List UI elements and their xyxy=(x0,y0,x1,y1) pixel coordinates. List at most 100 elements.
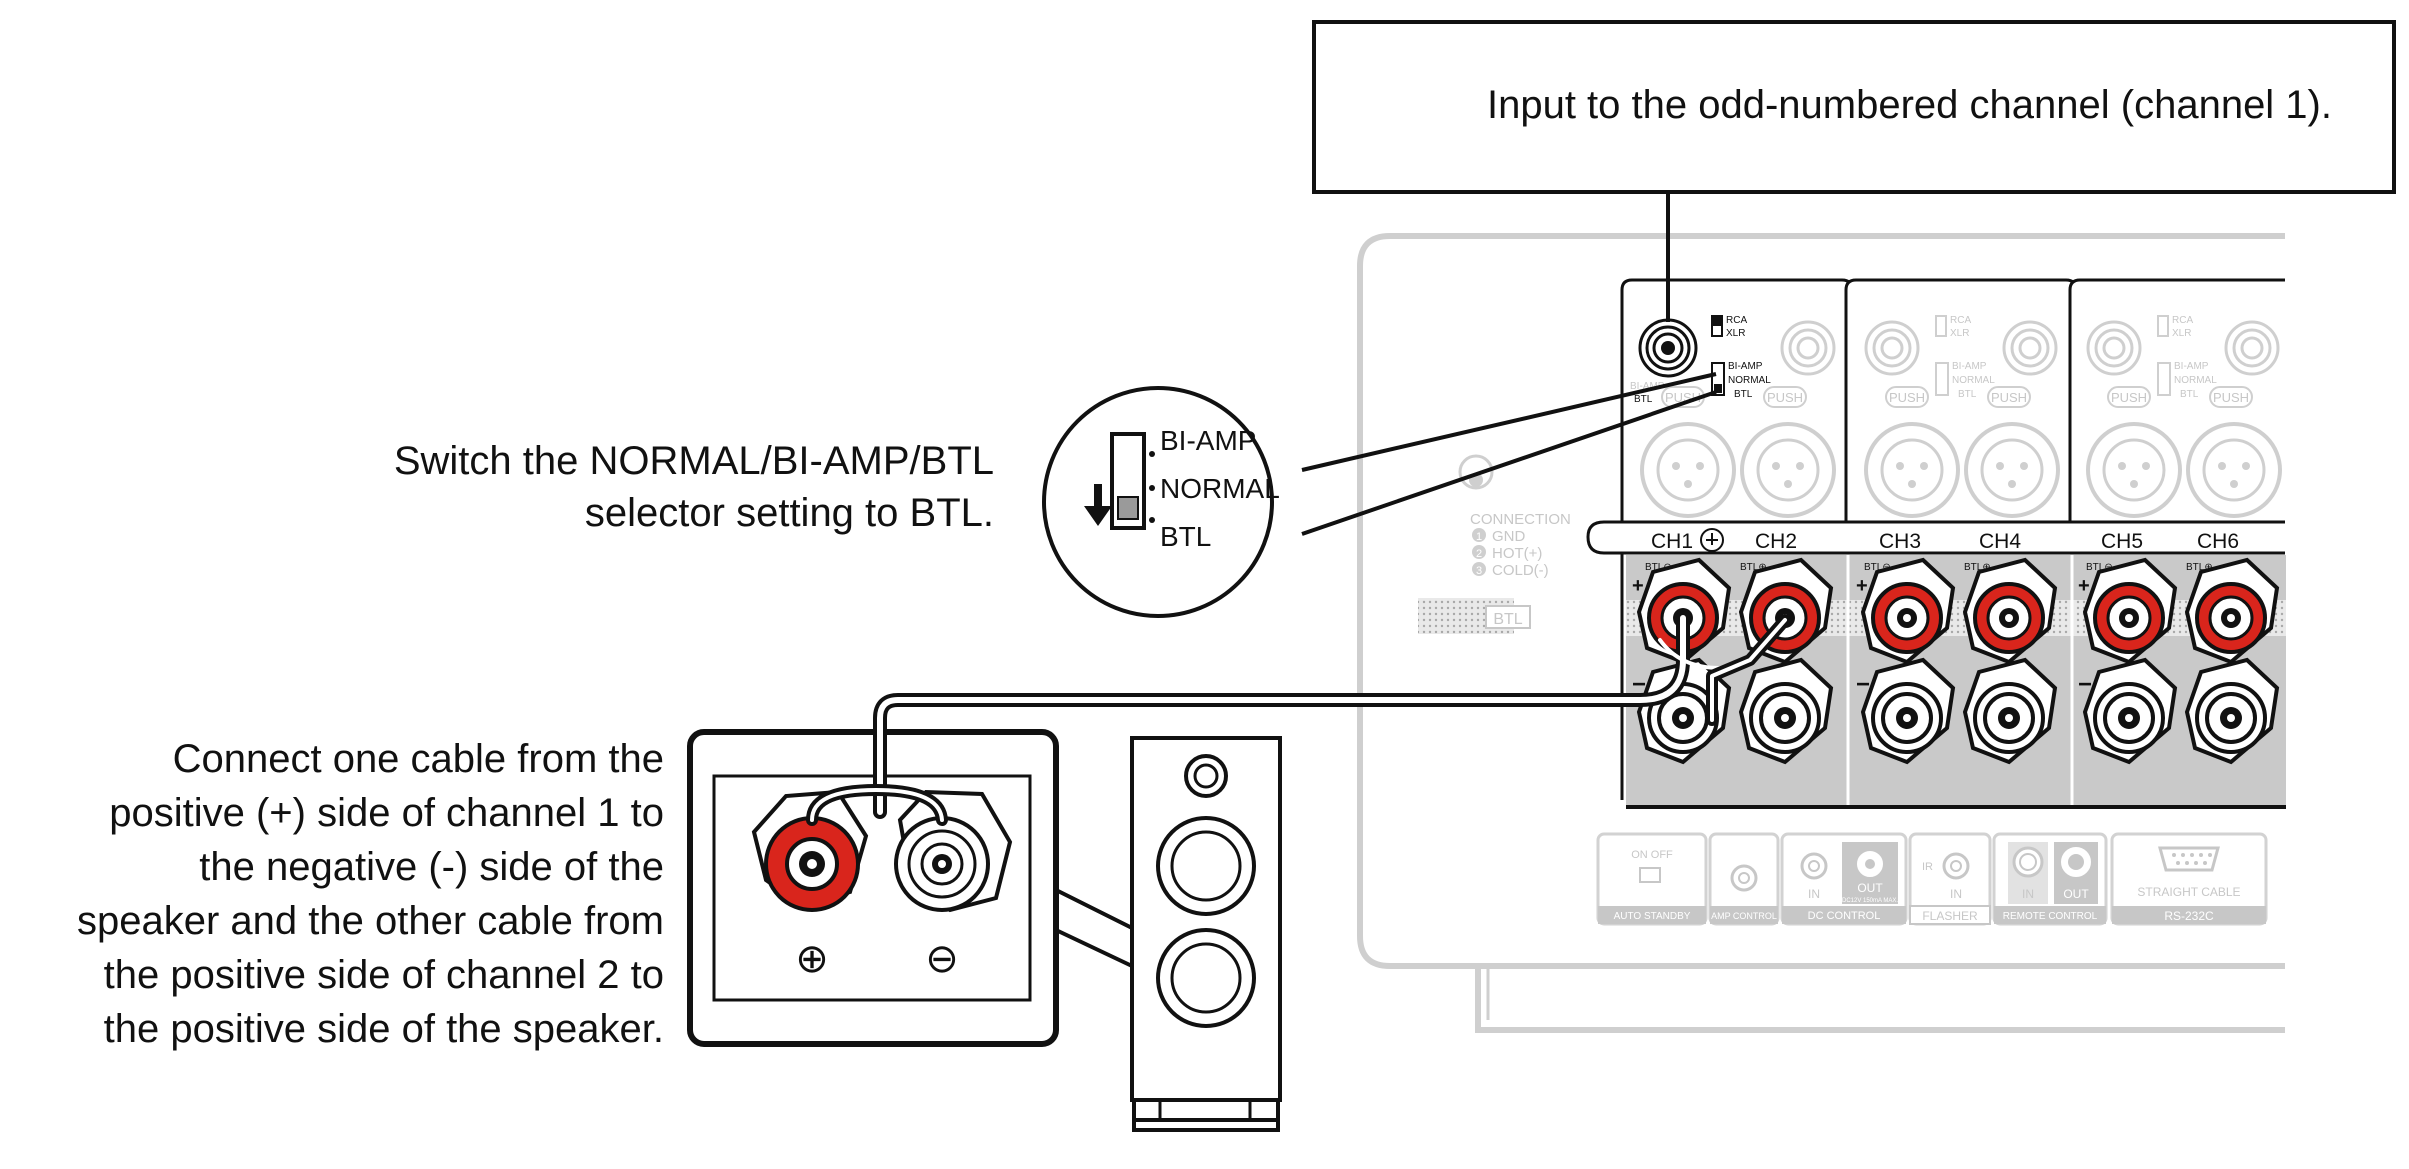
normal-label-3: NORMAL xyxy=(2174,375,2217,386)
svg-text:BTL⊖: BTL⊖ xyxy=(2086,562,2113,573)
switch-callout-line-1: Switch the NORMAL/BI-AMP/BTL xyxy=(394,439,994,483)
connection-title: CONNECTION xyxy=(1470,511,1571,528)
xlr-label: XLR xyxy=(1726,328,1745,339)
plus-icon: ⊕ xyxy=(795,937,829,981)
zoom-normal-label: NORMAL xyxy=(1160,473,1280,504)
auto-standby-switch[interactable] xyxy=(1639,867,1661,883)
xlr-label-3: XLR xyxy=(2172,328,2191,339)
svg-text:2: 2 xyxy=(1476,548,1482,560)
ch2-label: CH2 xyxy=(1755,530,1797,553)
amplifier-rear-panel: BTL CONNECTION 1 GND 2 HOT(+) 3 COLD(-) xyxy=(1357,233,2286,1033)
svg-text:+: + xyxy=(1856,575,1868,597)
rca-label-2: RCA xyxy=(1950,315,1971,326)
ch1-rca-input-jack[interactable] xyxy=(1638,318,1698,378)
connect-line-3: the negative (-) side of the xyxy=(199,845,664,889)
channel-module-3-4: RCA XLR BI-AMP NORMAL BTL PUSH PUSH xyxy=(1844,278,2078,533)
switch-callout-line-2: selector setting to BTL. xyxy=(585,491,994,535)
connect-callout: Connect one cable from the positive (+) … xyxy=(77,737,664,1051)
speaker-negative-terminal xyxy=(894,789,1013,913)
speaker-cabinet xyxy=(1130,736,1282,1132)
rca-label: RCA xyxy=(1726,315,1747,326)
channel-module-1-2: RCA XLR BI-AMP NORMAL BTL BI-AMP BTL PUS… xyxy=(1620,278,1854,800)
channel-module-5-6: RCA XLR BI-AMP NORMAL BTL PUSH PUSH xyxy=(2068,278,2285,533)
btl-label: BTL xyxy=(1734,389,1753,400)
bi-amp-label-2: BI-AMP xyxy=(1952,361,1987,372)
connect-line-1: Connect one cable from the xyxy=(173,737,664,781)
pin-hot: HOT(+) xyxy=(1492,545,1542,562)
input-callout: Input to the odd-numbered channel (chann… xyxy=(1312,20,2396,322)
rs232c-port[interactable] xyxy=(2158,846,2220,872)
ir-label: IR xyxy=(1922,861,1933,873)
svg-text:BTL⊕: BTL⊕ xyxy=(1740,562,1767,573)
xlr-label-2: XLR xyxy=(1950,328,1969,339)
switch-callout: Switch the NORMAL/BI-AMP/BTL selector se… xyxy=(394,372,1717,618)
svg-text:−: − xyxy=(2078,671,2092,698)
svg-text:+: + xyxy=(1632,575,1644,597)
ch3-label: CH3 xyxy=(1879,530,1921,553)
auto-standby-label: AUTO STANDBY xyxy=(1614,911,1691,922)
amp-control-label: AMP CONTROL xyxy=(1711,911,1777,921)
push-button-2: PUSH xyxy=(1767,390,1803,405)
dc-control-label: DC CONTROL xyxy=(1808,910,1881,922)
arrow-down-icon xyxy=(1084,484,1112,526)
normal-label-2: NORMAL xyxy=(1952,375,1995,386)
input-callout-text: Input to the odd-numbered channel (chann… xyxy=(1487,83,2332,127)
connection-legend: CONNECTION 1 GND 2 HOT(+) 3 COLD(-) xyxy=(1458,454,1571,579)
on-off-label: ON OFF xyxy=(1631,849,1673,861)
speaker-cables xyxy=(806,611,1791,826)
svg-text:BTL⊖: BTL⊖ xyxy=(1645,562,1672,573)
control-connectors-row: ON OFF AUTO STANDBY AMP CONTROL IN OUT D… xyxy=(1596,832,2268,926)
svg-text:BTL⊖: BTL⊖ xyxy=(1864,562,1891,573)
connect-line-6: the positive side of the speaker. xyxy=(104,1007,664,1051)
rca-label-3: RCA xyxy=(2172,315,2193,326)
svg-text:3: 3 xyxy=(1476,565,1482,577)
dc-spec-label: DC12V 150mA MAX. xyxy=(1842,898,1898,904)
zoom-bi-amp-label: BI-AMP xyxy=(1160,425,1256,456)
svg-text:−: − xyxy=(1632,671,1646,698)
push-button-3: PUSH xyxy=(1889,390,1925,405)
ch4-label: CH4 xyxy=(1979,530,2021,553)
connect-line-4: speaker and the other cable from xyxy=(77,899,664,943)
btl-label-3: BTL xyxy=(2180,389,2199,400)
dc-in-label: IN xyxy=(1808,887,1820,901)
btl-label-2: BTL xyxy=(1958,389,1977,400)
selector-zoom-circle xyxy=(1042,386,1274,618)
push-button-4: PUSH xyxy=(1991,390,2027,405)
btl-side-label: BTL xyxy=(1634,394,1653,405)
svg-text:−: − xyxy=(1856,671,1870,698)
remote-out-label: OUT xyxy=(2063,887,2089,901)
svg-text:BTL⊕: BTL⊕ xyxy=(1964,562,1991,573)
rs232c-label: RS-232C xyxy=(2164,909,2214,923)
flasher-label: FLASHER xyxy=(1922,909,1978,923)
svg-text:BTL⊕: BTL⊕ xyxy=(2186,562,2213,573)
svg-text:1: 1 xyxy=(1476,531,1482,543)
minus-icon: ⊖ xyxy=(925,937,959,981)
speaker-terminal-panel xyxy=(1626,555,2286,809)
input-callout-box xyxy=(1312,20,2396,194)
pin-gnd: GND xyxy=(1492,528,1526,545)
straight-cable-label: STRAIGHT CABLE xyxy=(2137,885,2240,899)
ch6-label: CH6 xyxy=(2197,530,2239,553)
connect-line-2: positive (+) side of channel 1 to xyxy=(109,791,664,835)
amp-binding-posts: BTL⊖ BTL⊕ BTL⊖ BTL⊕ BTL⊖ BTL⊕ + + + − − … xyxy=(1632,558,2279,764)
btl-band-label: BTL xyxy=(1493,611,1522,628)
zoom-btl-label: BTL xyxy=(1160,521,1211,552)
ch1-label: CH1 xyxy=(1651,530,1693,553)
remote-control-label: REMOTE CONTROL xyxy=(2003,911,2098,922)
pin-cold: COLD(-) xyxy=(1492,562,1549,579)
ch5-label: CH5 xyxy=(2101,530,2143,553)
speaker-terminal-zoom: ⊕ ⊖ xyxy=(687,729,1134,1047)
flasher-in-label: IN xyxy=(1950,887,1962,901)
svg-text:+: + xyxy=(2078,575,2090,597)
connect-line-5: the positive side of channel 2 to xyxy=(104,953,664,997)
push-button-5: PUSH xyxy=(2111,390,2147,405)
speaker-positive-terminal xyxy=(751,789,869,912)
channel-label-bar: CH1 CH2 CH3 CH4 CH5 CH6 xyxy=(1586,520,2285,555)
remote-in-label: IN xyxy=(2022,887,2034,901)
bi-amp-label-3: BI-AMP xyxy=(2174,361,2209,372)
dc-out-label: OUT xyxy=(1857,881,1883,895)
bi-amp-side-label: BI-AMP xyxy=(1630,381,1665,392)
push-button-6: PUSH xyxy=(2213,390,2249,405)
bi-amp-label: BI-AMP xyxy=(1728,361,1763,372)
